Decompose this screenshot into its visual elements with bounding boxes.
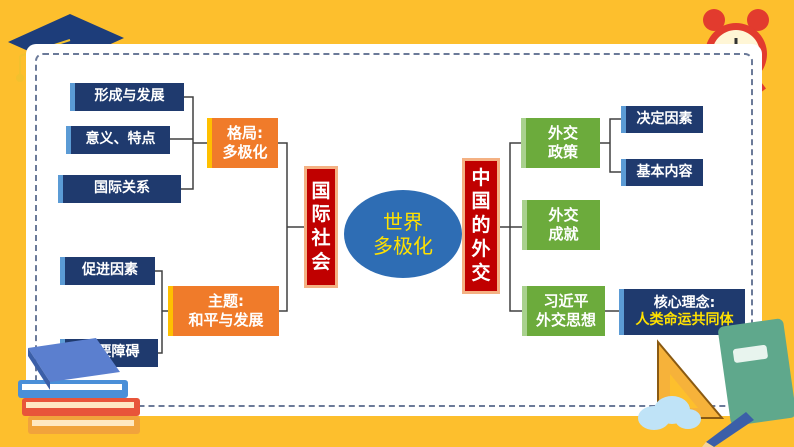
item-basic-content: 基本内容 xyxy=(621,159,703,186)
branch-theme-line1: 主题: xyxy=(208,292,244,311)
notebook-icon xyxy=(718,318,794,426)
branch-diplomatic-policy: 外交 政策 xyxy=(521,118,600,168)
core-concept-title: 核心理念: xyxy=(653,294,716,311)
core-concept-value: 人类命运共同体 xyxy=(635,312,734,328)
pencil-icon xyxy=(702,412,754,447)
branch-xi-line1: 习近平 xyxy=(543,292,589,311)
title-char: 社 xyxy=(311,227,331,249)
branch-achievements-line2: 成就 xyxy=(548,225,579,243)
branch-pattern-multipolar: 格局: 多极化 xyxy=(207,118,278,168)
center-multipolar-ellipse: 世界 多极化 xyxy=(344,190,462,278)
dashed-frame xyxy=(35,53,753,407)
branch-theme-line2: 和平与发展 xyxy=(188,311,264,329)
cloud-icon xyxy=(638,396,701,430)
branch-policy-line1: 外交 xyxy=(547,124,578,143)
branch-achievements-line1: 外交 xyxy=(548,206,579,225)
title-char: 国 xyxy=(471,190,491,213)
branch-theme-peace-development: 主题: 和平与发展 xyxy=(168,286,279,336)
title-china-diplomacy: 中 国 的 外 交 xyxy=(462,158,500,294)
item-promoting-factors: 促进因素 xyxy=(60,257,155,285)
title-international-society: 国 际 社 会 xyxy=(304,166,338,288)
title-char: 交 xyxy=(471,261,491,284)
title-char: 中 xyxy=(471,166,491,189)
item-meaning-features: 意义、特点 xyxy=(66,126,170,154)
branch-xi-line2: 外交思想 xyxy=(535,311,596,329)
title-char: 国 xyxy=(311,179,331,202)
item-international-relations: 国际关系 xyxy=(58,175,181,203)
item-determining-factors: 决定因素 xyxy=(621,106,703,133)
branch-policy-line2: 政策 xyxy=(547,143,578,161)
item-formation-development: 形成与发展 xyxy=(70,83,184,111)
center-line2: 多极化 xyxy=(373,234,433,258)
branch-pattern-line2: 多极化 xyxy=(222,143,268,161)
books-icon xyxy=(18,338,140,434)
title-char: 的 xyxy=(471,214,491,237)
title-char: 会 xyxy=(311,250,331,273)
branch-xi-diplomatic-thought: 习近平 外交思想 xyxy=(522,286,605,336)
center-line1: 世界 xyxy=(383,210,423,234)
branch-pattern-line1: 格局: xyxy=(227,124,263,143)
branch-diplomatic-achievements: 外交 成就 xyxy=(522,200,600,250)
title-char: 际 xyxy=(311,203,331,226)
title-char: 外 xyxy=(471,237,491,260)
